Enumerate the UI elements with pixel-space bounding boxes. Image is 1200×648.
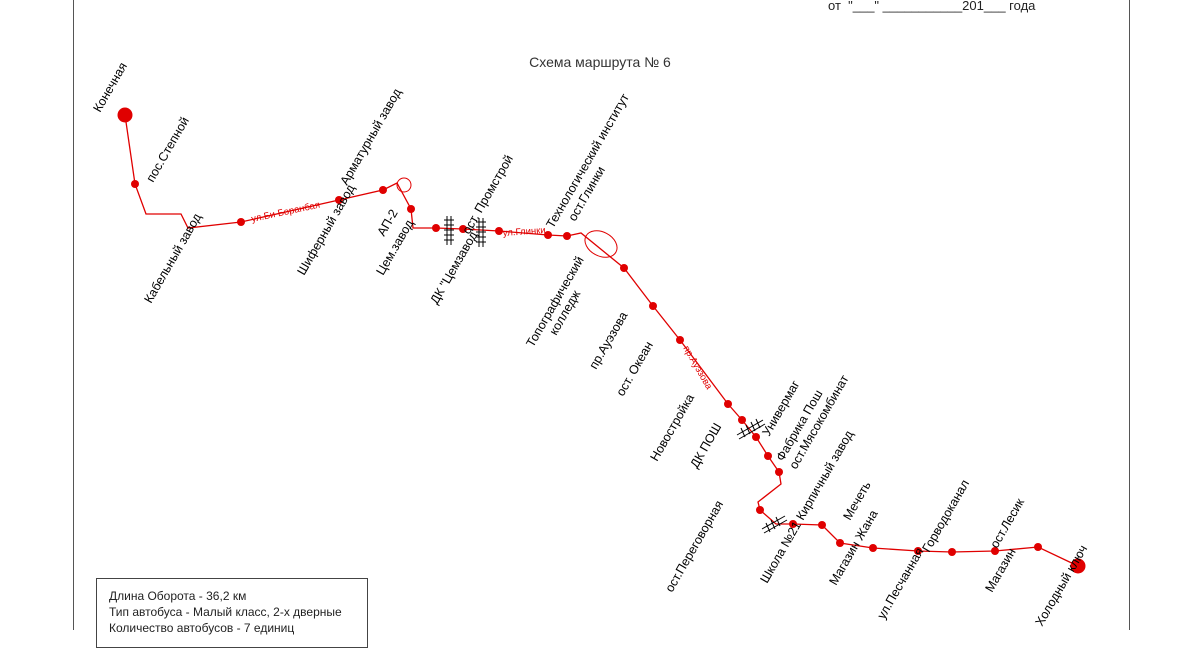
route-scheme-sheet: от "___" ___________201___ года Схема ма… (73, 0, 1130, 648)
stop-dot (131, 180, 139, 188)
stop-dot (432, 224, 440, 232)
stop-label: ДК ПОШ (687, 421, 724, 471)
turnaround-loop-small (396, 177, 412, 193)
stop-dot (335, 196, 343, 204)
stop-dot (789, 520, 797, 528)
stop-dot (563, 232, 571, 240)
street-label: пр.Ауэзова (680, 344, 714, 392)
stop-label: ДК "Цемзавод" (427, 225, 482, 306)
stop-label: Новостройка (647, 392, 697, 464)
stop-label: Холодный ключ (1032, 543, 1090, 629)
route-length: Длина Оборота - 36,2 км (109, 589, 247, 603)
stop-label: Технологический институт (543, 91, 632, 230)
stop-dot (620, 264, 628, 272)
stop-dot (991, 547, 999, 555)
stop-label: Шиферный завод (294, 181, 358, 277)
railway-crossing (444, 216, 454, 245)
stop-dot (948, 548, 956, 556)
stops-layer (117, 107, 1086, 574)
frame-right-line (1129, 0, 1130, 630)
route-info-box: Длина Оборота - 36,2 км Тип автобуса - М… (96, 578, 368, 648)
stop-label: ост. Океан (613, 339, 655, 399)
frame-left-line (73, 0, 74, 630)
stop-dot (724, 400, 732, 408)
stop-dot (775, 468, 783, 476)
railway-crossing (476, 218, 486, 247)
stop-label: Кабельный завод (141, 210, 204, 305)
stop-dot (764, 452, 772, 460)
stop-dot (544, 231, 552, 239)
stop-label: Горводоканал (919, 477, 972, 554)
bus-count: Количество автобусов - 7 единиц (109, 621, 295, 635)
street-label: ул.Би Боранбая (250, 200, 321, 225)
stop-dot (836, 539, 844, 547)
stop-label: ост. Промстрой (459, 153, 516, 237)
stop-dot (407, 205, 415, 213)
stop-dot (676, 336, 684, 344)
stop-label: ост.Лесик (987, 496, 1027, 551)
stop-label: пос.Степной (143, 115, 191, 185)
street-label: ул.Глинки (502, 225, 546, 239)
turnaround-loop-large (584, 230, 618, 258)
terminal-stop-dot (1070, 558, 1086, 574)
stop-label: Конечная (90, 60, 130, 114)
stop-dot (869, 544, 877, 552)
stop-dot (237, 218, 245, 226)
stop-dot (752, 433, 760, 441)
stop-label: Магазин (982, 546, 1018, 595)
stop-dot (914, 547, 922, 555)
railway-crossing (761, 515, 788, 534)
stop-label: ул.Песчанная (874, 545, 926, 621)
stop-dot (818, 521, 826, 529)
stop-dot (495, 227, 503, 235)
approval-date-line: от "___" ___________201___ года (828, 0, 1036, 13)
stop-dot (738, 416, 746, 424)
railway-crossing (736, 418, 766, 440)
stop-dot (756, 506, 764, 514)
stop-dot (649, 302, 657, 310)
stop-dot (379, 186, 387, 194)
stop-label: Арматурный завод (337, 86, 404, 188)
stop-label: пр.Ауэзова (586, 309, 630, 371)
terminal-stop-dot (117, 107, 133, 123)
stop-dot (459, 225, 467, 233)
route-line (124, 114, 1079, 567)
stop-label: ост.Переговорная (662, 498, 726, 594)
stop-dot (1034, 543, 1042, 551)
stop-label: Топографическийколледж (523, 254, 598, 357)
stop-label: Школа №21 (757, 519, 804, 586)
diagram-title: Схема маршрута № 6 (529, 54, 671, 70)
bus-type: Тип автобуса - Малый класс, 2-х дверные (109, 605, 342, 619)
